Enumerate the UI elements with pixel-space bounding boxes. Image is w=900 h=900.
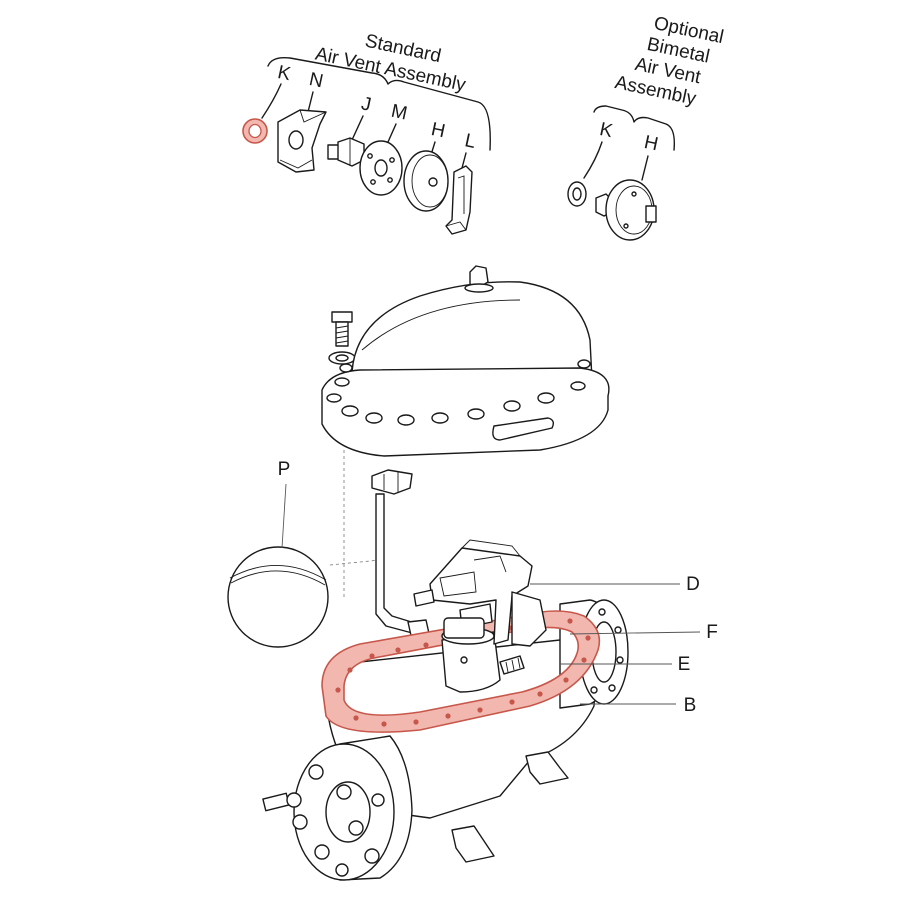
body-foot-left <box>451 825 495 863</box>
cover-handle <box>492 417 555 441</box>
label-opt-k: K <box>598 119 615 142</box>
callout-f: F <box>569 622 718 643</box>
std-m-disc <box>359 140 403 196</box>
trap-cover <box>321 265 610 457</box>
cover-bolt <box>328 311 356 365</box>
frame-stud <box>413 589 435 607</box>
callout-d: D <box>530 574 700 595</box>
standard-air-vent-group: Standard Air Vent Assembly K N J M H L <box>242 31 491 235</box>
seat-bolt <box>499 655 525 675</box>
std-l-clip <box>445 165 473 235</box>
callout-p-label: P <box>278 459 291 480</box>
side-bracket <box>511 591 547 647</box>
valve-seat-housing <box>441 631 501 693</box>
standard-brace <box>267 56 491 151</box>
label-std-n: N <box>307 69 325 92</box>
leader-std-n <box>307 91 314 113</box>
std-n-bracket <box>277 109 327 173</box>
label-std-m: M <box>389 101 409 125</box>
callout-f-label: F <box>706 622 718 643</box>
lever-frame <box>429 547 533 645</box>
callout-b-label: B <box>684 695 697 716</box>
optional-air-vent-group: Optional Bimetal Air Vent Assembly K H <box>567 13 726 241</box>
label-opt-h: H <box>642 132 660 155</box>
leader-std-j <box>351 115 364 141</box>
trap-body <box>262 599 629 881</box>
body-gasket <box>321 610 601 733</box>
callout-d-label: D <box>686 574 700 595</box>
leader-std-m <box>387 123 397 143</box>
guide-line-2 <box>329 559 381 566</box>
label-std-j: J <box>359 93 373 116</box>
label-std-k: K <box>276 62 293 85</box>
callout-e: E <box>560 654 690 675</box>
cover-plug <box>469 265 489 289</box>
leader-std-k <box>261 83 282 119</box>
std-j-plug <box>327 137 365 167</box>
leader-opt-h <box>641 155 649 181</box>
inlet-tube <box>371 469 431 641</box>
opt-h-bimetal-element <box>595 179 657 241</box>
body-foot-right <box>525 751 569 785</box>
callout-p: P <box>278 459 291 549</box>
cover-bolt-holes <box>326 359 591 426</box>
optional-brace <box>593 105 676 151</box>
float-ball <box>227 546 329 648</box>
linkage-block <box>443 617 485 639</box>
inlet-flange-bolts <box>262 764 385 877</box>
opt-k-washer <box>567 181 587 207</box>
leader-std-l <box>461 152 467 169</box>
callout-b: B <box>580 695 696 716</box>
std-k-washer <box>242 118 268 144</box>
leader-opt-k <box>583 141 603 179</box>
valve-mechanism <box>413 539 547 693</box>
label-std-l: L <box>463 130 478 153</box>
label-std-h: H <box>429 119 447 142</box>
inlet-flange <box>262 735 413 881</box>
callout-e-label: E <box>678 654 691 675</box>
std-h-element <box>403 150 449 212</box>
standard-part-letters: K N J M H L <box>276 62 478 153</box>
